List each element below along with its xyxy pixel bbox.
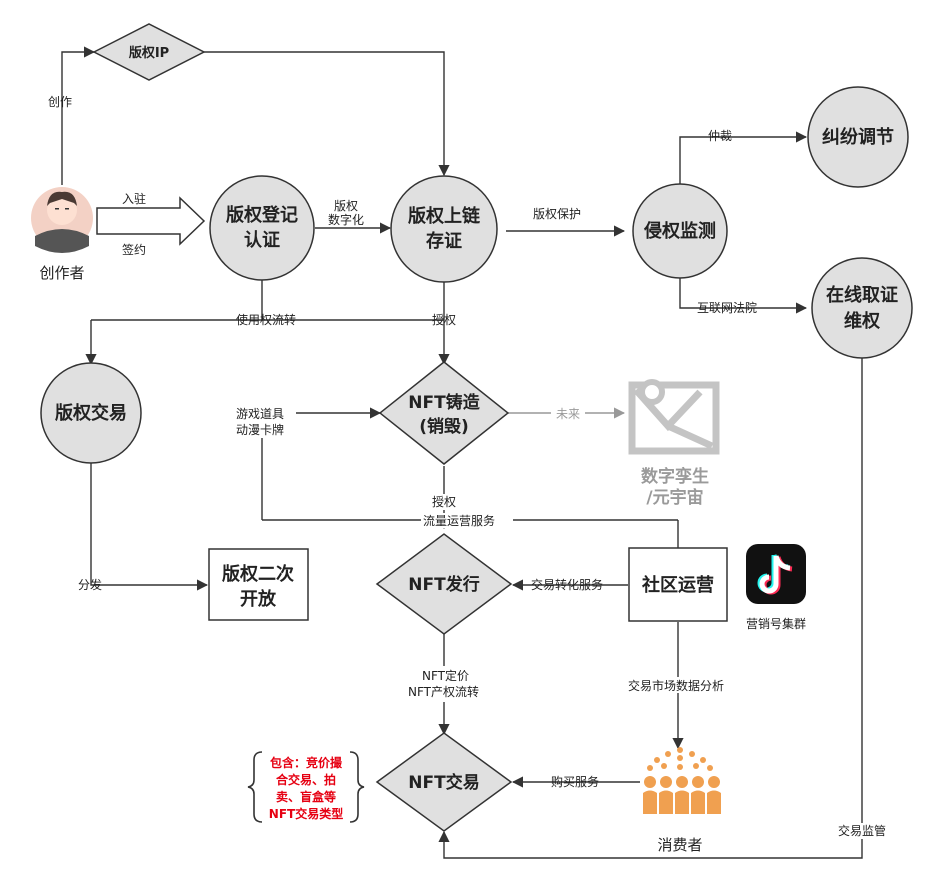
edge-court [679, 278, 808, 314]
note-line1: 包含：竞价撮 [269, 755, 343, 770]
note-line3: 卖、盲盒等 [276, 789, 336, 804]
edge-label-traffic: 流量运营服务 [423, 513, 495, 528]
edge-label-court: 互联网法院 [697, 301, 757, 315]
map-icon [628, 379, 720, 455]
edge-create [61, 46, 96, 185]
creator-avatar [31, 187, 93, 253]
hollow-arrow [96, 196, 206, 246]
note-brace-right [349, 751, 365, 823]
node-nft-mint-line1: NFT铸造 [408, 392, 480, 413]
node-nft-issue [375, 533, 513, 635]
edge-label-digitize-1: 版权 [334, 199, 358, 213]
node-nft-trade-label: NFT交易 [408, 772, 479, 793]
node-register-line1: 版权登记 [226, 204, 298, 226]
edge-distribute [90, 462, 209, 591]
consumer-crowd-icon [643, 747, 721, 814]
node-copyright-ip-label: 版权IP [129, 45, 169, 61]
node-onchain-line2: 存证 [426, 230, 462, 252]
edge-label-price-2: NFT产权流转 [408, 684, 479, 699]
node-trade-label: 版权交易 [55, 402, 127, 424]
edge-label-future: 未来 [556, 407, 580, 421]
node-online-line2: 维权 [844, 310, 881, 332]
edge-label-create: 创作 [48, 95, 72, 109]
node-onchain-line1: 版权上链 [408, 205, 481, 227]
node-consumer-label: 消费者 [657, 836, 702, 854]
edge-label-authorize2: 授权 [432, 494, 456, 509]
note-brace-left [247, 751, 263, 823]
node-secondary-line1: 版权二次 [222, 563, 294, 585]
edge-label-game-1: 游戏道具 [236, 407, 284, 421]
node-monitor-label: 侵权监测 [643, 220, 716, 242]
edge-arbitration [679, 131, 808, 185]
node-dispute [807, 86, 909, 188]
node-nft-trade [375, 732, 513, 832]
node-onchain [390, 175, 498, 283]
edge-label-market: 交易市场数据分析 [628, 678, 724, 693]
node-copyright-ip [92, 23, 206, 81]
edge-label-digitize-2: 数字化 [328, 212, 364, 227]
edge-label-buy: 购买服务 [551, 774, 599, 789]
node-dispute-label: 纠纷调节 [822, 126, 894, 148]
edge-label-trade-convert: 交易转化服务 [531, 577, 603, 592]
node-secondary-line2: 开放 [240, 588, 277, 610]
node-register [209, 175, 315, 281]
node-marketing-label: 营销号集群 [746, 616, 806, 631]
note-line2: 合交易、拍 [276, 772, 336, 787]
node-monitor [632, 183, 728, 279]
edge-label-authorize1: 授权 [432, 312, 456, 327]
node-creator-label: 创作者 [39, 264, 84, 282]
node-nft-mint-line2: (销毁) [419, 416, 469, 437]
edge-label-supervise: 交易监管 [838, 823, 886, 838]
edge-label-usage: 使用权流转 [236, 312, 296, 327]
edge-label-enter: 入驻 [122, 191, 146, 206]
edge-label-sign: 签约 [122, 242, 146, 257]
node-secondary [208, 548, 309, 621]
node-digital-twin-line1: 数字孪生 [641, 466, 709, 487]
note-line4: NFT交易类型 [269, 806, 343, 821]
node-online-line1: 在线取证 [826, 284, 898, 306]
node-nft-mint [378, 361, 510, 465]
node-register-line2: 认证 [244, 229, 280, 251]
edge-ip-onchain [204, 51, 450, 177]
edge-label-price-1: NFT定价 [422, 668, 469, 683]
edge-label-arbitration: 仲裁 [708, 129, 732, 143]
edge-label-game-2: 动漫卡牌 [236, 423, 284, 437]
edge-label-protect: 版权保护 [533, 207, 581, 221]
node-community-label: 社区运营 [642, 574, 714, 596]
tiktok-icon [746, 544, 806, 604]
node-online-evidence [811, 257, 913, 359]
node-nft-issue-label: NFT发行 [408, 574, 479, 595]
node-digital-twin-line2: /元宇宙 [646, 487, 703, 508]
edge-supervise [438, 356, 863, 859]
edge-label-distribute: 分发 [78, 577, 102, 592]
node-trade [40, 362, 142, 464]
node-community [628, 547, 728, 622]
